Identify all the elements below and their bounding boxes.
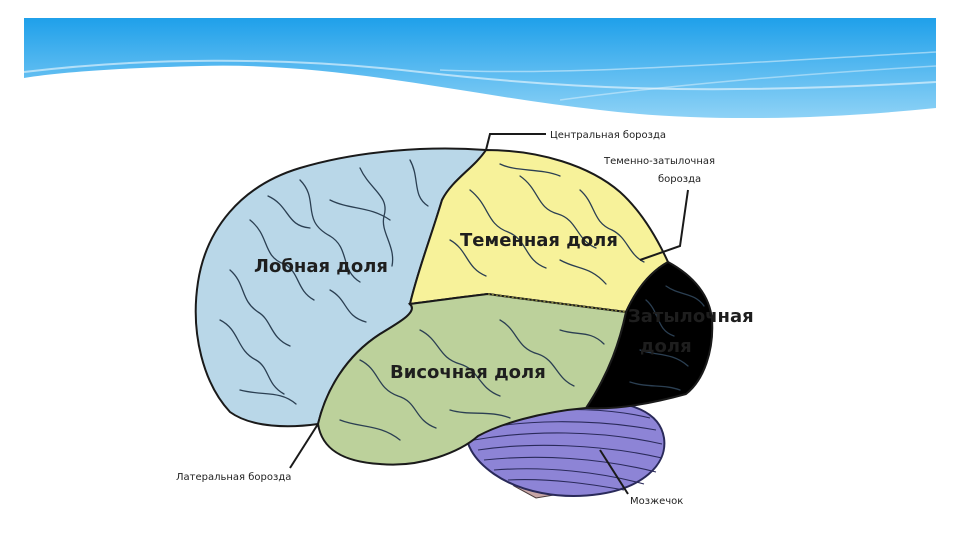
- parieto-occipital-sulcus-label-line2: борозда: [658, 174, 701, 185]
- frontal-lobe-label: Лобная доля: [254, 256, 388, 277]
- occipital-lobe-label-line1: Затылочная: [628, 306, 754, 327]
- lateral-sulcus-line: [290, 424, 318, 468]
- central-sulcus-label: Центральная борозда: [550, 130, 666, 141]
- header-wave: [24, 18, 936, 118]
- occipital-lobe-label-line2: доля: [640, 336, 692, 357]
- central-sulcus-line: [486, 134, 546, 150]
- temporal-lobe-label: Височная доля: [390, 362, 546, 383]
- parietal-lobe-label: Теменная доля: [460, 230, 618, 251]
- parieto-occipital-sulcus-label-line1: Теменно-затылочная: [603, 156, 715, 167]
- header-banner: [24, 18, 936, 118]
- cerebellum-label: Мозжечок: [630, 496, 683, 507]
- lateral-sulcus-label: Латеральная борозда: [176, 472, 291, 483]
